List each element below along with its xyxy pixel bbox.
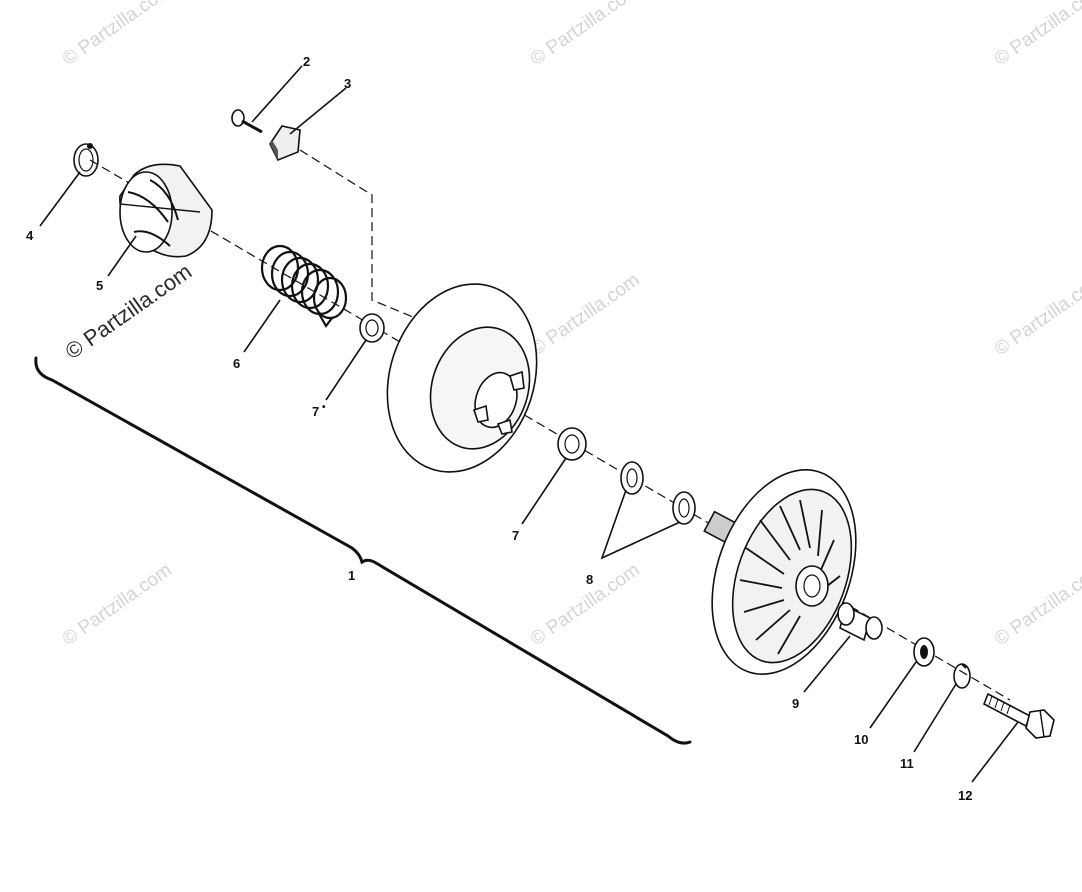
part-screw bbox=[231, 109, 263, 134]
watermark: © Partzilla.com bbox=[527, 0, 644, 70]
part-button bbox=[269, 125, 301, 162]
callout-5: 5 bbox=[96, 278, 103, 293]
part-bushing-lower bbox=[557, 427, 587, 461]
callout-numbers: 1 2 3 4 5 6 7 • 7 8 9 10 11 12 bbox=[26, 54, 972, 803]
part-washers bbox=[620, 461, 696, 525]
callout-7-upper-marker: • bbox=[322, 402, 326, 413]
center-axis-lines bbox=[89, 149, 1011, 701]
part-fixed-sheave bbox=[703, 469, 857, 675]
watermark-group: © Partzilla.com © Partzilla.com © Partzi… bbox=[59, 0, 1082, 650]
callout-1: 1 bbox=[348, 568, 355, 583]
watermark-strong: © Partzilla.com bbox=[61, 259, 197, 365]
watermark: © Partzilla.com bbox=[991, 0, 1082, 70]
callout-6: 6 bbox=[233, 356, 240, 371]
part-lock-washer bbox=[953, 663, 971, 689]
part-bolt bbox=[982, 692, 1055, 739]
watermark: © Partzilla.com bbox=[991, 559, 1082, 650]
part-movable-sheave bbox=[386, 283, 538, 473]
callout-4: 4 bbox=[26, 228, 34, 243]
part-bushing-upper bbox=[359, 313, 385, 343]
callout-11: 11 bbox=[900, 756, 914, 771]
callout-7-upper: 7 bbox=[312, 404, 319, 419]
callout-8: 8 bbox=[586, 572, 593, 587]
leader-lines bbox=[39, 65, 1019, 783]
watermark: © Partzilla.com bbox=[59, 559, 176, 650]
callout-2: 2 bbox=[303, 54, 310, 69]
callout-10: 10 bbox=[854, 732, 868, 747]
watermark: © Partzilla.com bbox=[991, 269, 1082, 360]
callout-7-lower: 7 bbox=[512, 528, 519, 543]
callout-12: 12 bbox=[958, 788, 972, 803]
part-washer bbox=[913, 637, 935, 667]
part-helix-cam bbox=[119, 163, 213, 258]
callout-3: 3 bbox=[344, 76, 351, 91]
part-spacer bbox=[837, 602, 883, 642]
assembly-bracket bbox=[34, 356, 692, 745]
callout-9: 9 bbox=[792, 696, 799, 711]
part-retaining-ring bbox=[73, 143, 99, 177]
watermark: © Partzilla.com bbox=[59, 0, 176, 70]
part-spring bbox=[260, 244, 348, 328]
watermark: © Partzilla.com bbox=[527, 269, 644, 360]
